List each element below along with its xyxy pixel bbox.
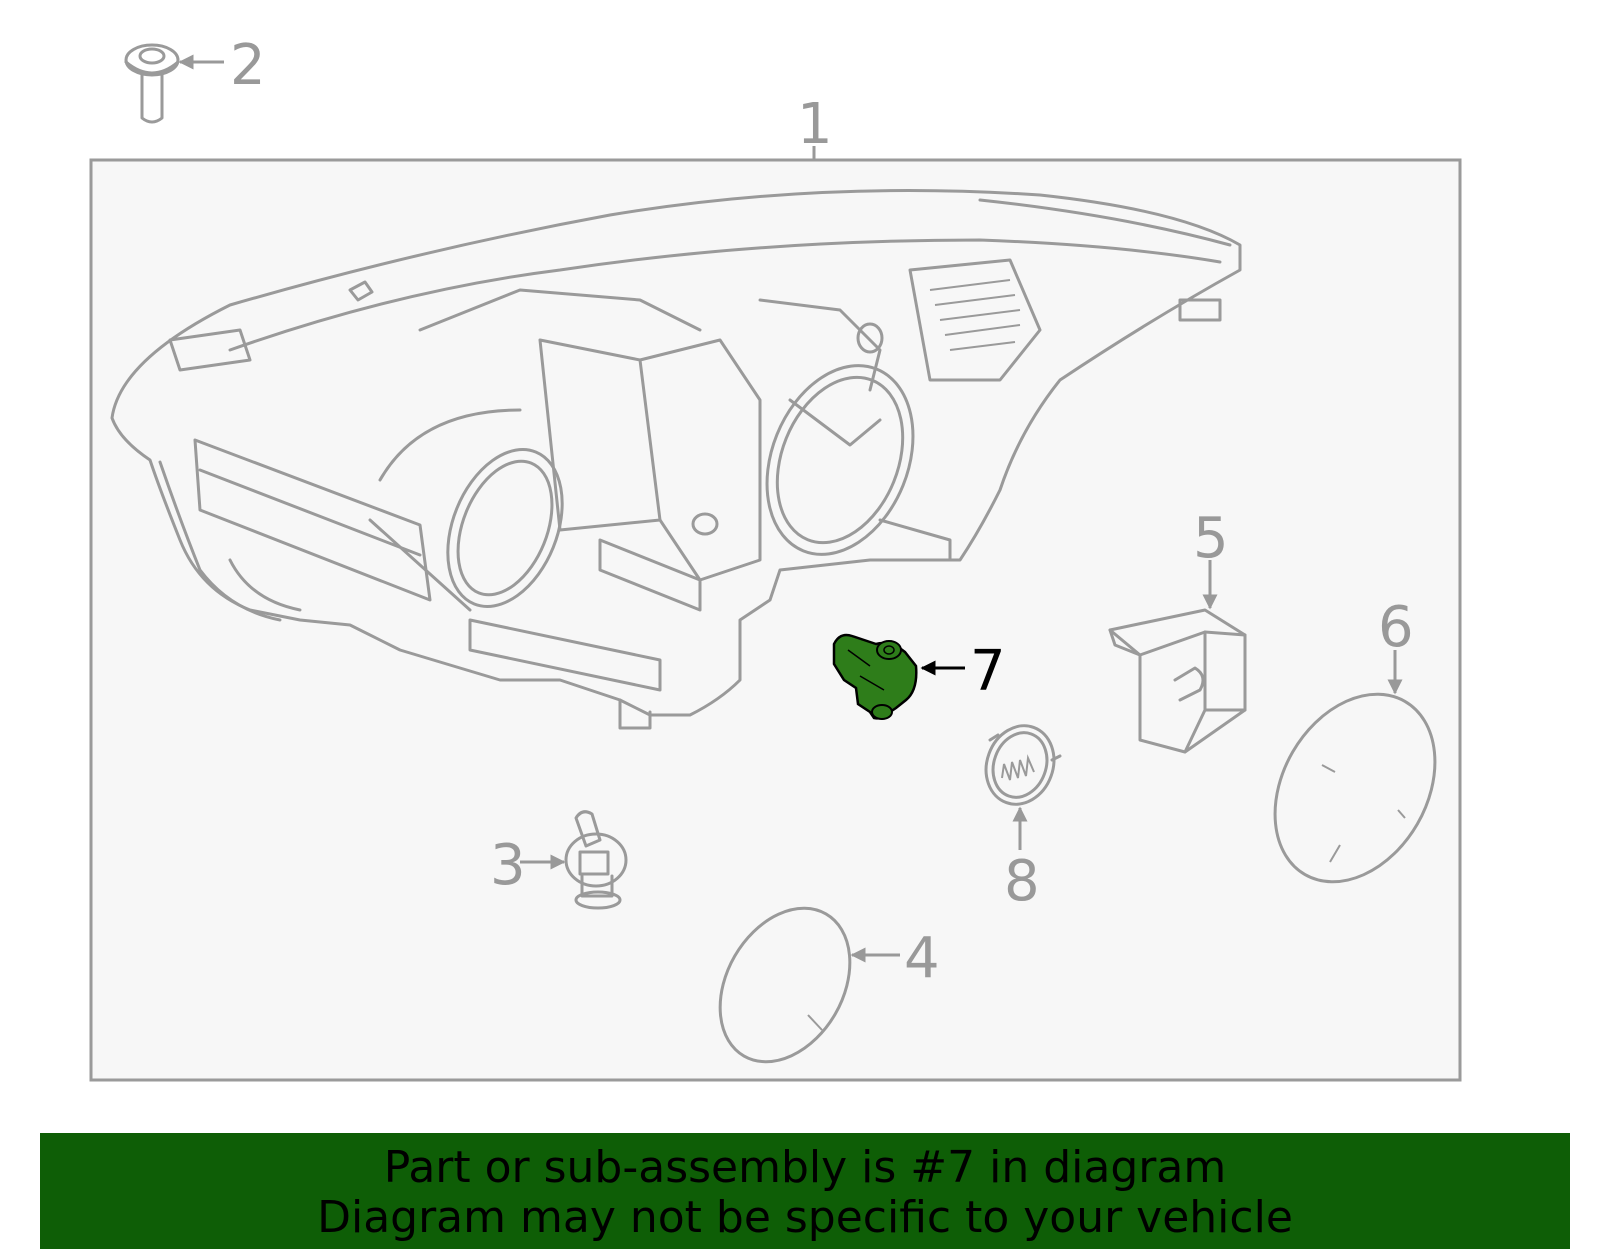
assembly-frame xyxy=(89,158,1462,1082)
callout-4: 4 xyxy=(904,926,940,991)
callout-2: 2 xyxy=(230,33,266,98)
callout-7: 7 xyxy=(970,639,1006,704)
part-3-bulb[interactable] xyxy=(564,810,628,910)
callout-3: 3 xyxy=(490,833,526,898)
part-5-module[interactable] xyxy=(1108,608,1247,754)
banner-line-1: Part or sub-assembly is #7 in diagram xyxy=(383,1142,1227,1193)
callout-8: 8 xyxy=(1004,849,1040,914)
part-6-cover[interactable] xyxy=(1243,665,1468,910)
info-banner: Part or sub-assembly is #7 in diagram Di… xyxy=(40,1133,1570,1249)
callout-5: 5 xyxy=(1193,506,1229,571)
part-4-cover[interactable] xyxy=(694,885,876,1085)
part-8-socket[interactable] xyxy=(975,716,1064,814)
banner-line-2: Diagram may not be specific to your vehi… xyxy=(317,1192,1293,1243)
part-2-bolt[interactable] xyxy=(124,43,180,124)
part-7-highlighted[interactable] xyxy=(832,633,918,720)
callout-1: 1 xyxy=(797,92,833,157)
part-1-headlamp-housing[interactable] xyxy=(110,189,1242,730)
callout-6: 6 xyxy=(1378,595,1414,660)
